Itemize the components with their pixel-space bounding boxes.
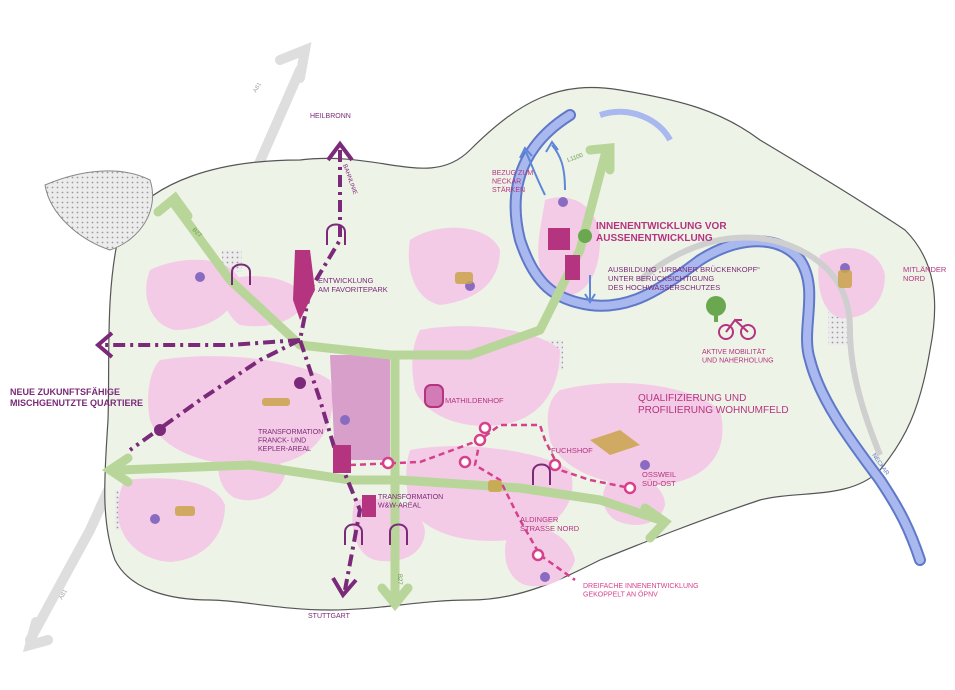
oepnv-stops — [381, 421, 637, 562]
neckar-arrows — [519, 140, 596, 304]
rail-axis — [100, 150, 363, 591]
gate-icon — [231, 223, 551, 545]
label-a81-bottom: A81 — [59, 588, 70, 601]
rail-stations — [154, 284, 308, 436]
label-heilbronn: HEILBRONN — [310, 113, 351, 120]
development-sites — [293, 228, 580, 517]
label-a81-top: A81 — [253, 81, 264, 94]
rail-arrow-west — [94, 331, 114, 359]
river-neckar — [509, 108, 926, 566]
service-dots — [150, 197, 850, 582]
bicycle-icon — [718, 318, 756, 340]
label-mathildenhof: MATHILDENHOF — [445, 396, 504, 405]
oepnv-line — [349, 423, 631, 582]
label-stuttgart: STUTTGART — [308, 613, 351, 620]
label-brueckenkopf: AUSBILDUNG „URBANER BRÜCKENKOPF“UNTER BE… — [608, 265, 760, 292]
rail-arrow-north — [326, 140, 354, 162]
green-spaces — [175, 270, 852, 516]
label-fuchshof: FUCHSHOF — [551, 446, 593, 455]
tree-icon — [578, 229, 726, 322]
label-l1100: L1100 — [567, 152, 585, 163]
city-core — [330, 355, 390, 460]
road-arrowheads — [101, 143, 672, 612]
map-labels: HEILBRONNSTUTTGARTBAHNLINIEA81A81B27B27L… — [10, 81, 947, 620]
rail-arrow-south — [331, 576, 358, 599]
label-b27-bottom: B27 — [396, 574, 402, 585]
road-east — [638, 234, 883, 457]
